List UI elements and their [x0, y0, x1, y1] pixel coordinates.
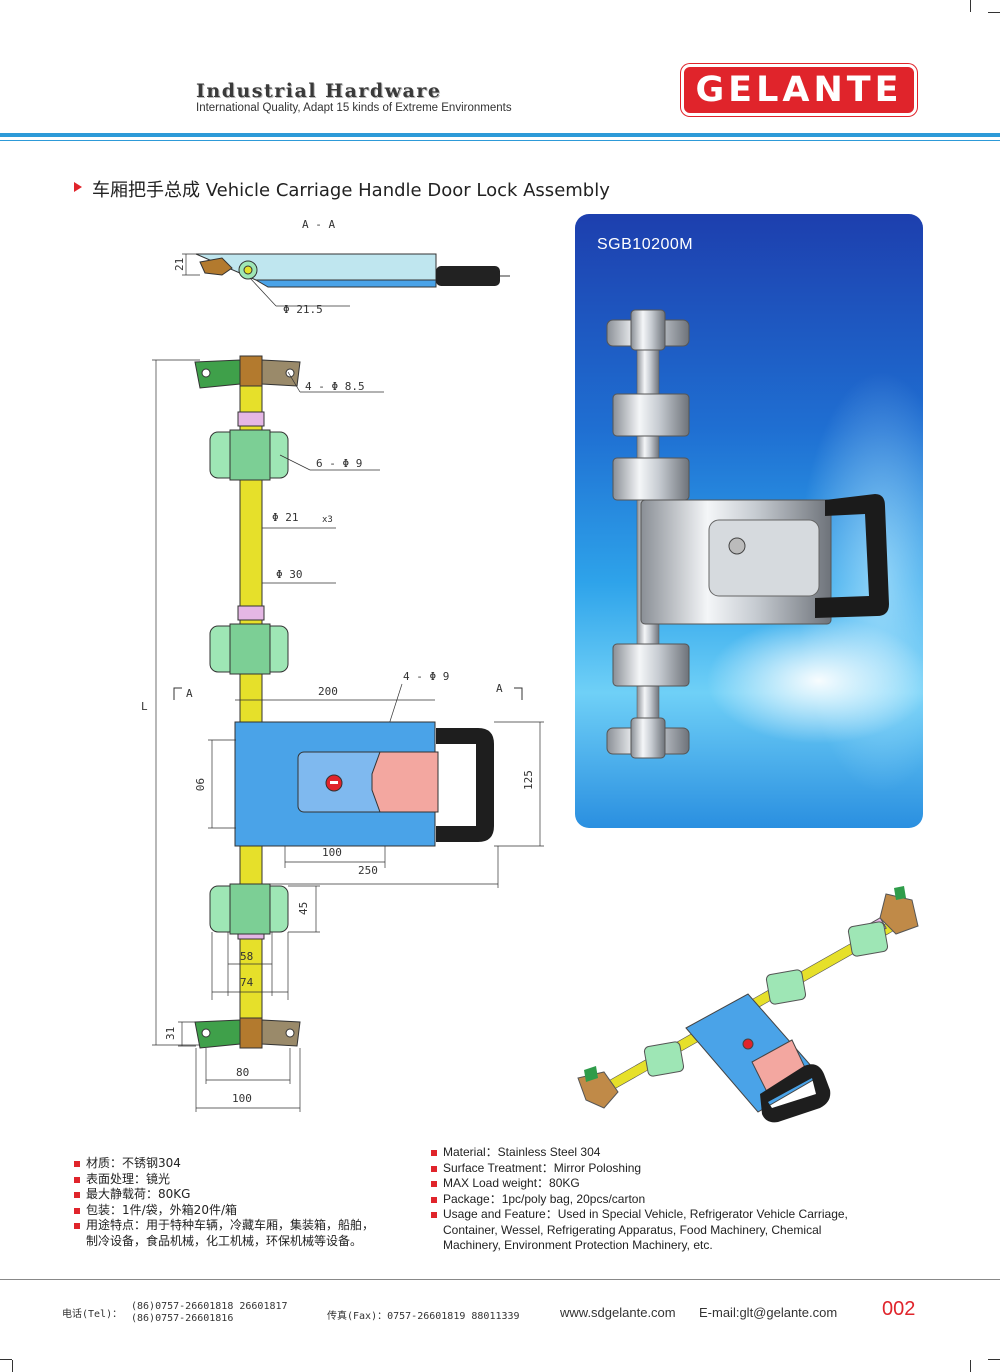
dim-100-handle: 100 [322, 846, 342, 859]
dim-x3: x3 [322, 515, 333, 525]
lock-cover [371, 751, 439, 813]
section-grip [436, 266, 500, 286]
brand-tagline: International Quality, Adapt 15 kinds of… [196, 102, 512, 114]
bottom-hinge-block [239, 1017, 263, 1049]
bottom-hinge-arm-right [261, 1019, 301, 1047]
model-number: SGB10200M [597, 236, 694, 253]
section-mark-right: A [496, 682, 503, 695]
lock-handle-loop [436, 728, 494, 842]
spec-cn-item: 包装：1件/袋，外箱20件/箱 [74, 1203, 374, 1219]
render-handle [760, 1064, 831, 1123]
crop-mark [970, 1360, 971, 1372]
footer-tel-label: 电话(Tel)： [62, 1309, 123, 1320]
assembly-3d-render [577, 886, 919, 1123]
product-photo-art [606, 309, 889, 759]
dim-250: 250 [358, 864, 378, 877]
dim-58: 58 [240, 950, 253, 963]
specs-english: Material：Stainless Steel 304 Surface Tre… [431, 1145, 911, 1254]
footer-website-link[interactable]: www.sdgelante.com [560, 1305, 676, 1320]
bottom-hinge-arm-left [194, 1019, 241, 1049]
dim-phi-21: Φ 21 [272, 511, 299, 524]
header-rule [0, 133, 1000, 137]
dim-90: 90 [193, 778, 206, 791]
technical-drawing: A - A 21 Φ 21.5 L 4 - Φ 8.5 6 - Φ 9 Φ 21… [141, 218, 544, 1112]
section-mark-left: A [186, 687, 193, 700]
gelante-logo: GELANTE [681, 64, 917, 116]
dim-45: 45 [297, 902, 310, 915]
section-label: A - A [302, 218, 335, 231]
section-plate [195, 253, 437, 281]
rod-bushing [237, 411, 265, 427]
spec-en-item: Material：Stainless Steel 304 [431, 1145, 911, 1161]
product-photo [575, 214, 923, 828]
spec-en-item: MAX Load weight：80KG [431, 1176, 911, 1192]
brand-title: Industrial Hardware [196, 80, 442, 102]
dim-125: 125 [522, 770, 535, 790]
spec-cn-item: 最大静载荷：80KG [74, 1187, 374, 1203]
crop-mark [988, 12, 1000, 13]
spec-cn-item: 制冷设备，食品机械，化工机械，环保机械等设备。 [86, 1233, 363, 1248]
spec-cn-item: 表面处理：镜光 [74, 1172, 374, 1188]
top-hinge-block [239, 355, 263, 387]
dim-phi-30: Φ 30 [276, 568, 303, 581]
dim-6-phi-9: 6 - Φ 9 [316, 457, 362, 470]
spec-cn-item: 材质：不锈钢304 [74, 1156, 374, 1172]
dim-80: 80 [236, 1066, 249, 1079]
render-bracket [847, 921, 889, 957]
spec-en-item: Usage and Feature：Used in Special Vehicl… [431, 1207, 911, 1223]
footer-tel-1: (86)0757-26601818 26601817 [131, 1301, 288, 1312]
dim-31: 31 [164, 1027, 177, 1040]
render-bracket [643, 1041, 685, 1077]
footer-email-link[interactable]: E-mail:glt@gelante.com [699, 1305, 838, 1320]
dim-21: 21 [173, 258, 186, 271]
render-hinge-top [879, 893, 919, 935]
dim-4-phi-8-5: 4 - Φ 8.5 [305, 380, 365, 393]
dim-100-base: 100 [232, 1092, 252, 1105]
spec-en-item: Package：1pc/poly bag, 20pcs/carton [431, 1192, 911, 1208]
footer-fax: 传真(Fax)：0757-26601819 88011339 [327, 1311, 520, 1322]
render-bracket [765, 969, 807, 1005]
crop-mark [970, 0, 971, 12]
footer-rule [0, 1279, 1000, 1280]
spec-cn-item: 用途特点：用于特种车辆，冷藏车厢，集装箱，船舶， [74, 1218, 374, 1234]
product-keyhole-icon [728, 537, 746, 555]
footer-tel-2: (86)0757-26601816 [131, 1313, 234, 1324]
section-handle [254, 279, 437, 288]
spec-en-item: Machinery, Environment Protection Machin… [443, 1238, 713, 1252]
render-hinge-bottom [577, 1071, 619, 1109]
spec-en-item: Surface Treatment：Mirror Poloshing [431, 1161, 911, 1177]
crop-mark [12, 1360, 13, 1372]
logo-text: GELANTE [695, 70, 903, 110]
page-number: 002 [882, 1298, 916, 1320]
section-title: 车厢把手总成 Vehicle Carriage Handle Door Lock… [92, 180, 610, 201]
section-hinge [199, 257, 233, 276]
section-bullet-icon [74, 182, 82, 192]
render-lock-plate [685, 993, 821, 1113]
dim-74: 74 [240, 976, 254, 989]
top-hinge-arm-right [261, 359, 301, 387]
dim-L: L [141, 700, 148, 713]
dim-4-phi-9: 4 - Φ 9 [403, 670, 449, 683]
dim-200: 200 [318, 685, 338, 698]
crop-mark [0, 1359, 12, 1360]
header-rule-thin [0, 140, 1000, 141]
rod-bushing [237, 605, 265, 621]
specs-chinese: 材质：不锈钢304 表面处理：镜光 最大静载荷：80KG 包装：1件/袋，外箱2… [74, 1156, 374, 1249]
dim-phi-21-5: Φ 21.5 [283, 303, 323, 316]
spec-en-item: Container, Wessel, Refrigerating Apparat… [443, 1222, 822, 1237]
crop-mark [988, 1359, 1000, 1360]
top-hinge-arm-left [194, 359, 241, 389]
render-keyhole-icon [742, 1038, 754, 1050]
